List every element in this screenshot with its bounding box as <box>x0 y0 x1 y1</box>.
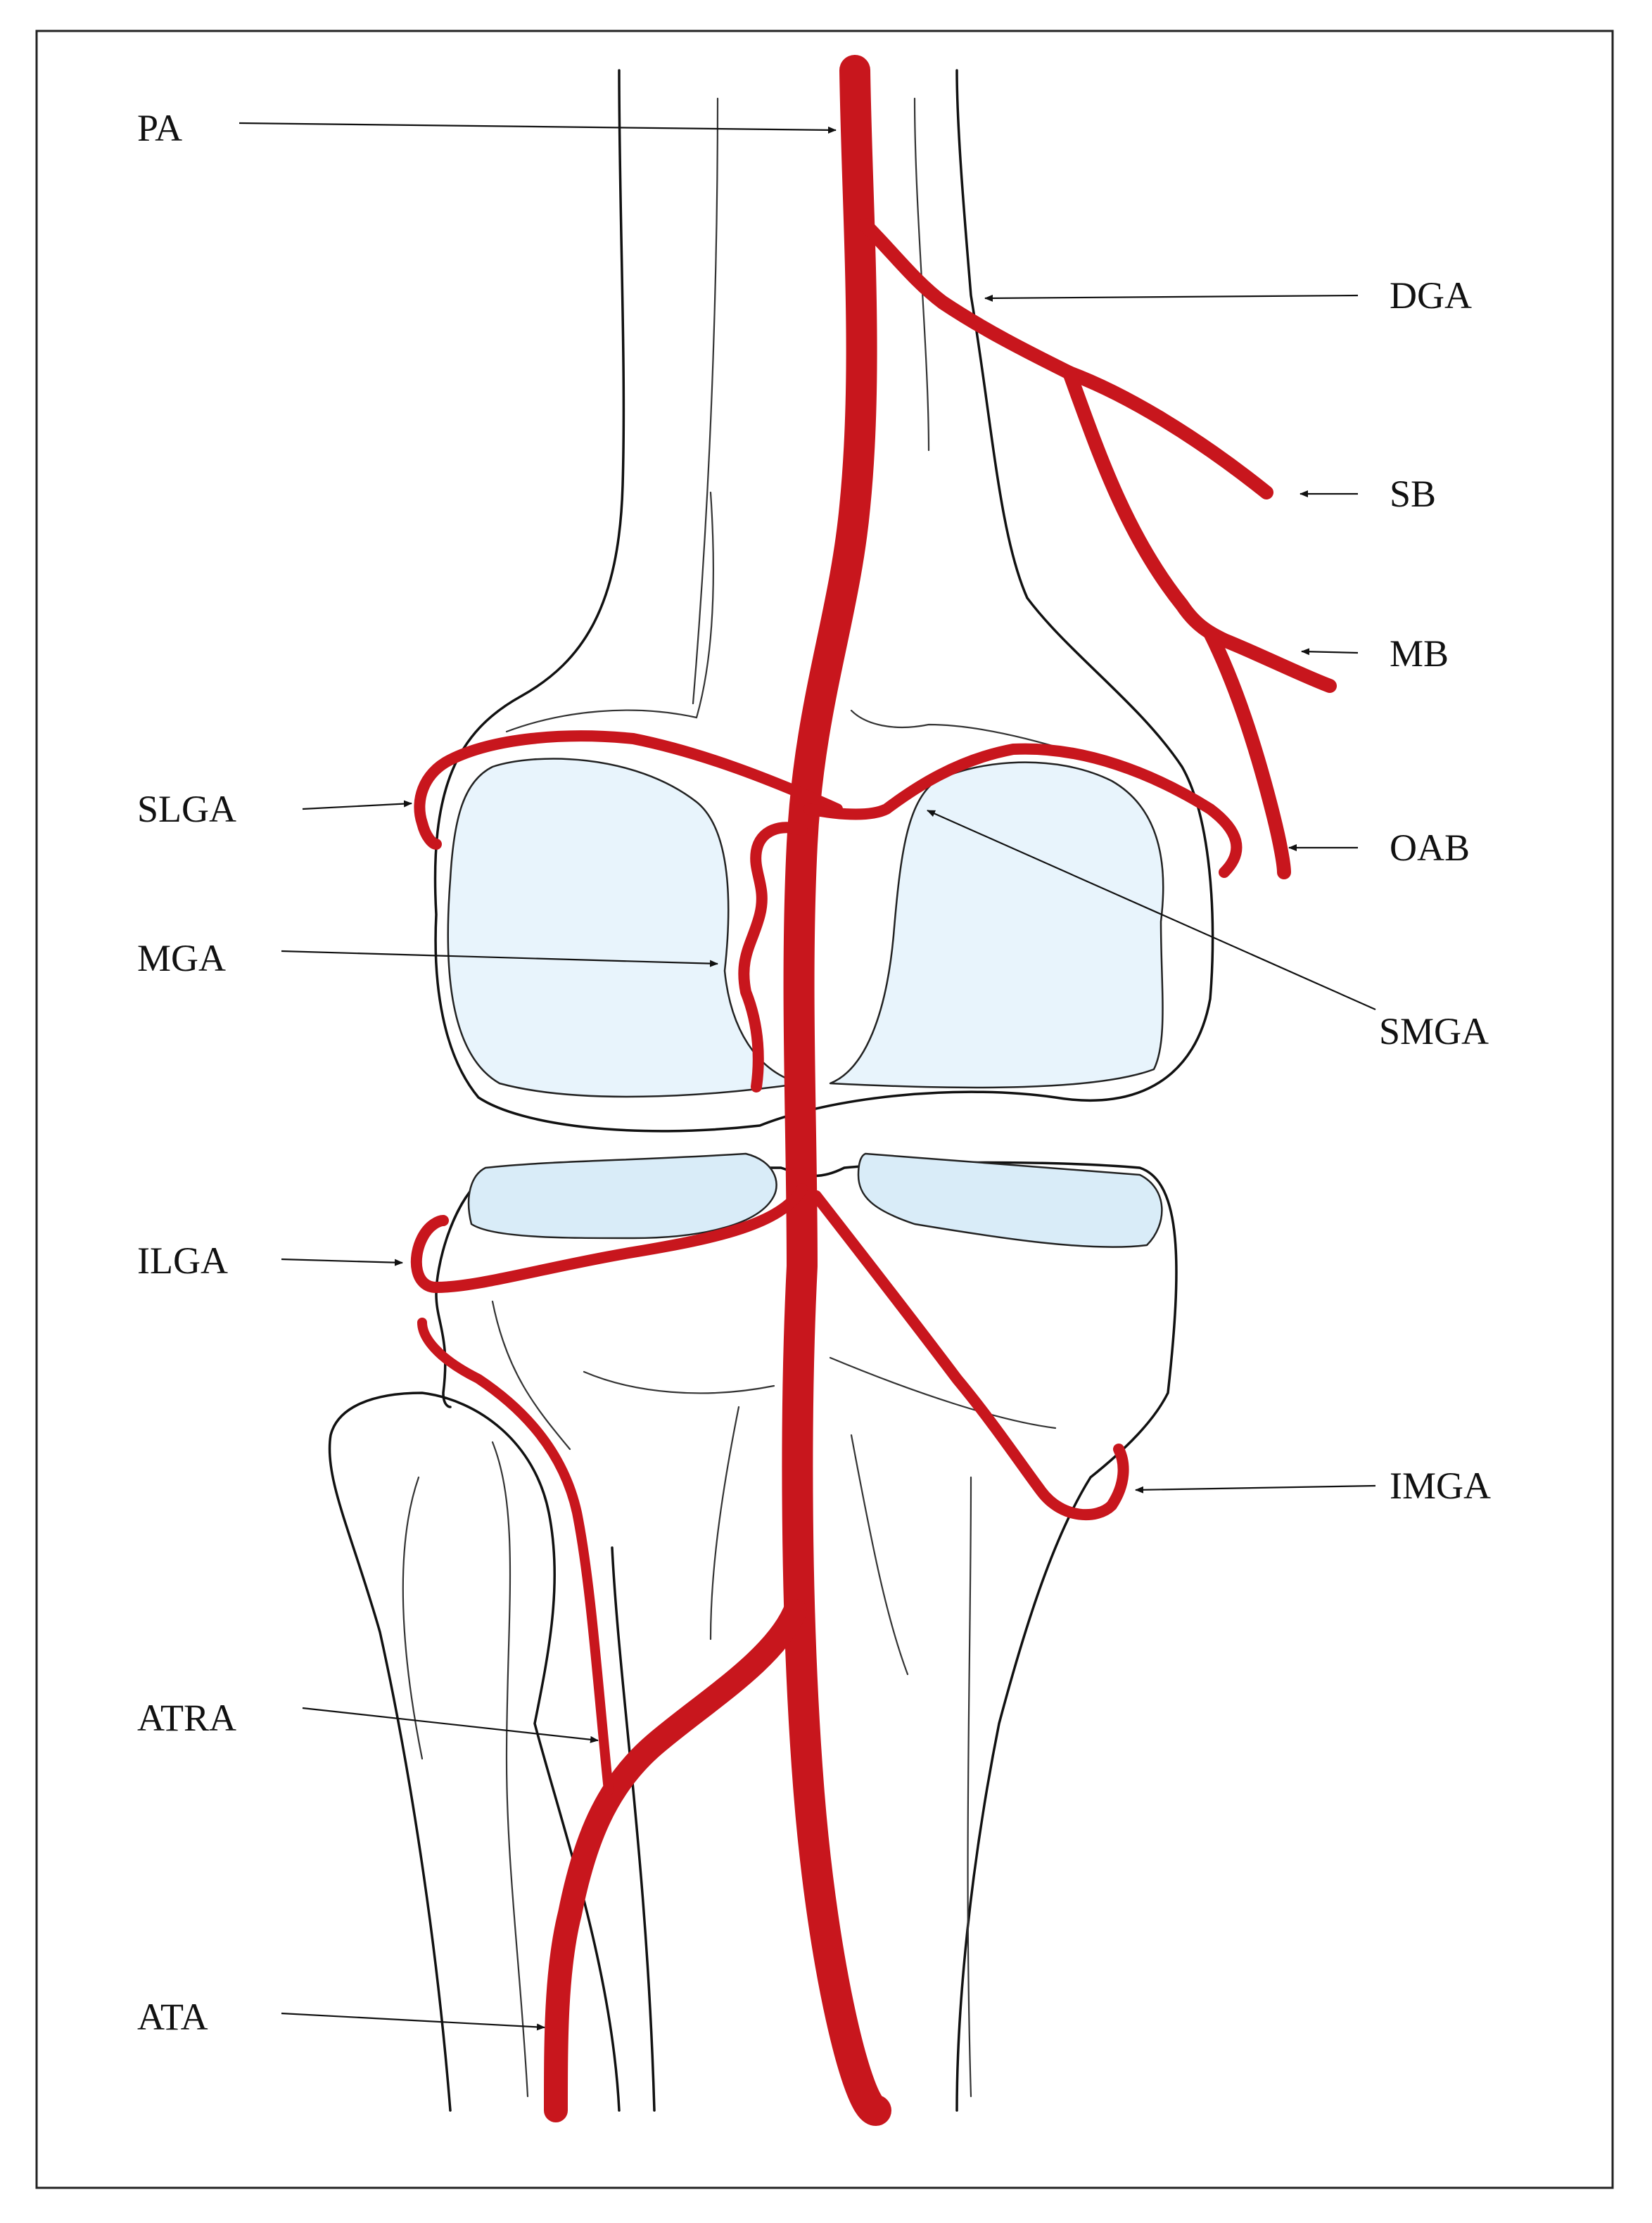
label-imga: IMGA <box>1390 1465 1491 1507</box>
tibia-lateral-edge <box>435 1180 480 1408</box>
cartilage <box>447 758 1164 1248</box>
fibula-inner-line-left <box>402 1476 424 1760</box>
fibula-outline <box>328 1391 621 2112</box>
tibia-lateral-shaft <box>611 1546 656 2112</box>
labels: PA DGA SB MB OAB SLGA MGA SMGA ILGA IMGA… <box>137 107 1491 2038</box>
atra-leader <box>302 1707 599 1743</box>
tibia-plateau-line <box>583 1370 775 1394</box>
descending-genicular-artery <box>858 218 1076 380</box>
mga-leader <box>281 950 718 967</box>
femur-shaft-line-left <box>692 97 719 705</box>
inferior-lateral-genicular-artery <box>410 1183 808 1293</box>
label-mga: MGA <box>137 937 226 979</box>
slga-leader <box>302 800 412 810</box>
ata-leader <box>281 2012 545 2031</box>
superior-lateral-genicular-artery <box>414 730 843 850</box>
tibia-inner-line-1 <box>709 1406 740 1641</box>
anterior-tibial-artery <box>544 1599 807 2122</box>
femur-condyle-line-left <box>505 491 715 733</box>
arteries <box>410 55 1337 2126</box>
label-mb: MB <box>1390 632 1449 675</box>
medial-tibial-plateau-cartilage <box>857 1152 1163 1248</box>
label-ilga: ILGA <box>137 1240 228 1282</box>
label-dga: DGA <box>1390 274 1472 317</box>
muscular-branch <box>1062 366 1337 693</box>
medial-femoral-condyle-cartilage <box>829 761 1164 1089</box>
label-slga: SLGA <box>137 788 236 830</box>
superior-medial-genicular-artery <box>803 743 1243 878</box>
osteoarticular-branch <box>1203 626 1291 879</box>
saphenous-branch <box>1062 366 1273 499</box>
inferior-medial-genicular-artery <box>811 1190 1129 1521</box>
popliteal-artery <box>782 55 891 2126</box>
label-oab: OAB <box>1390 827 1470 869</box>
leader-lines <box>239 122 1376 2031</box>
imga-leader <box>1135 1484 1376 1493</box>
tibia-tuberosity-line <box>491 1300 571 1451</box>
dga-leader <box>984 294 1359 302</box>
anterior-tibial-recurrent-artery <box>417 1318 614 1795</box>
smga-leader <box>927 809 1376 1011</box>
label-atra: ATRA <box>137 1697 236 1739</box>
tibia-inner-line-3 <box>967 1476 972 2098</box>
label-pa: PA <box>137 107 182 149</box>
ilga-leader <box>281 1258 403 1266</box>
mb-leader <box>1301 648 1359 656</box>
tibia-inner-line-2 <box>850 1434 909 1676</box>
label-smga: SMGA <box>1379 1010 1489 1052</box>
label-sb: SB <box>1390 473 1436 515</box>
lateral-tibial-plateau-cartilage <box>467 1152 777 1240</box>
pa-leader <box>239 122 837 134</box>
label-ata: ATA <box>137 1996 208 2038</box>
fibula-inner-line-right <box>491 1441 529 2098</box>
middle-genicular-artery <box>738 822 808 1093</box>
tibia-plateau-line-2 <box>829 1356 1057 1429</box>
